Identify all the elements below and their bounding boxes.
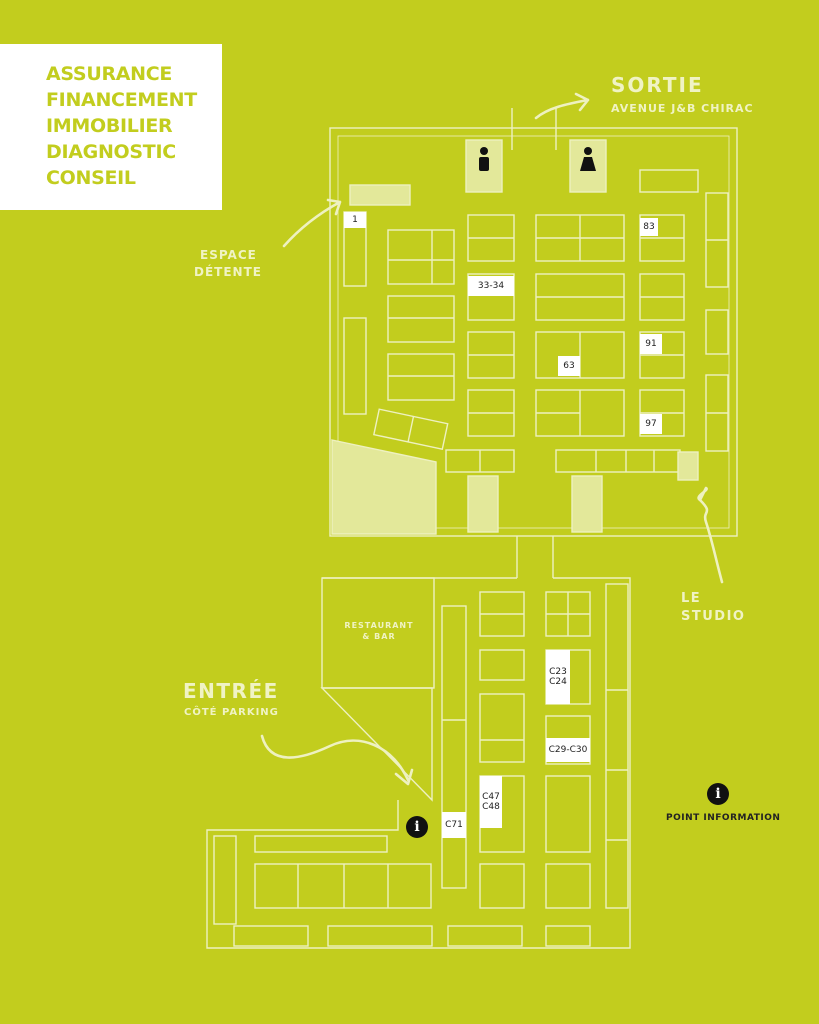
main-hall-wall [329, 127, 738, 537]
sortie-title: SORTIE [611, 73, 704, 97]
booth [441, 605, 467, 889]
info-icon: i [707, 783, 729, 805]
booth-label-83: 83 [640, 218, 658, 236]
booth [254, 835, 388, 853]
restaurant-room [321, 577, 435, 689]
legend-item: FINANCEMENT [46, 89, 197, 111]
booth [545, 775, 591, 853]
booth [479, 863, 525, 909]
booth [479, 649, 525, 681]
booth-label-1: 1 [344, 212, 366, 228]
legend-item: CONSEIL [46, 167, 136, 189]
espace-detente-line1: ESPACE [200, 248, 257, 262]
stairs [467, 475, 499, 533]
espace-detente-label: ESPACE DÉTENTE [194, 247, 262, 281]
espace-detente-line2: DÉTENTE [194, 265, 262, 279]
booth [447, 925, 523, 947]
booth-label-33-34: 33-34 [468, 276, 514, 296]
booth [387, 353, 455, 401]
hatched-area [331, 439, 437, 535]
main-hall-inner-wall [337, 135, 730, 529]
entree-title: ENTRÉE [183, 679, 279, 703]
category-legend: ASSURANCE FINANCEMENT IMMOBILIER DIAGNOS… [0, 44, 222, 210]
entree-subtitle: CÔTÉ PARKING [184, 707, 279, 718]
point-information-label: POINT INFORMATION [666, 813, 781, 823]
restaurant-line2: & BAR [362, 632, 396, 641]
booth [705, 309, 729, 355]
booth [387, 229, 455, 285]
espace-arrow [282, 198, 342, 248]
studio-arrow [697, 486, 724, 584]
booth [545, 925, 591, 947]
booth [467, 273, 515, 321]
booth [343, 317, 367, 415]
booth [254, 863, 432, 909]
sortie-subtitle: AVENUE J&B CHIRAC [611, 102, 754, 115]
le-studio-line1: LE [681, 591, 702, 606]
booth [545, 863, 591, 909]
booth-label-97: 97 [640, 414, 662, 434]
exit-arrow [534, 92, 590, 120]
restaurant-label: RESTAURANT & BAR [334, 620, 424, 642]
entree-arrow [260, 734, 414, 786]
booth [605, 583, 629, 909]
booth [639, 169, 699, 193]
booth [479, 693, 525, 763]
booth-c23: C23 [549, 667, 567, 677]
woman-restroom-icon [580, 147, 596, 171]
le-studio-label: LE STUDIO [681, 590, 745, 626]
booth [213, 835, 237, 925]
legend-item: ASSURANCE [46, 63, 173, 85]
booth [387, 295, 455, 343]
booth [327, 925, 433, 947]
booth [233, 925, 309, 947]
booth-c48: C48 [482, 802, 500, 812]
le-studio-line2: STUDIO [681, 609, 746, 624]
le-studio-area [677, 451, 699, 481]
booth-label-c29-c30: C29-C30 [546, 738, 590, 762]
espace-detente-area [349, 184, 411, 206]
booth-label-c71: C71 [442, 812, 466, 838]
booth-label-c23-c24: C23 C24 [546, 650, 570, 704]
stairs [571, 475, 603, 533]
restaurant-line1: RESTAURANT [344, 621, 414, 630]
booth-label-91: 91 [640, 334, 662, 354]
booth-label-c47-c48: C47 C48 [480, 776, 502, 828]
legend-item: DIAGNOSTIC [46, 141, 176, 163]
booth-c47: C47 [482, 792, 500, 802]
booth [555, 449, 681, 473]
legend-item: IMMOBILIER [46, 115, 173, 137]
man-restroom-icon [479, 147, 489, 171]
booth-c24: C24 [549, 677, 567, 687]
info-icon: i [406, 816, 428, 838]
booth-label-63: 63 [558, 356, 580, 376]
